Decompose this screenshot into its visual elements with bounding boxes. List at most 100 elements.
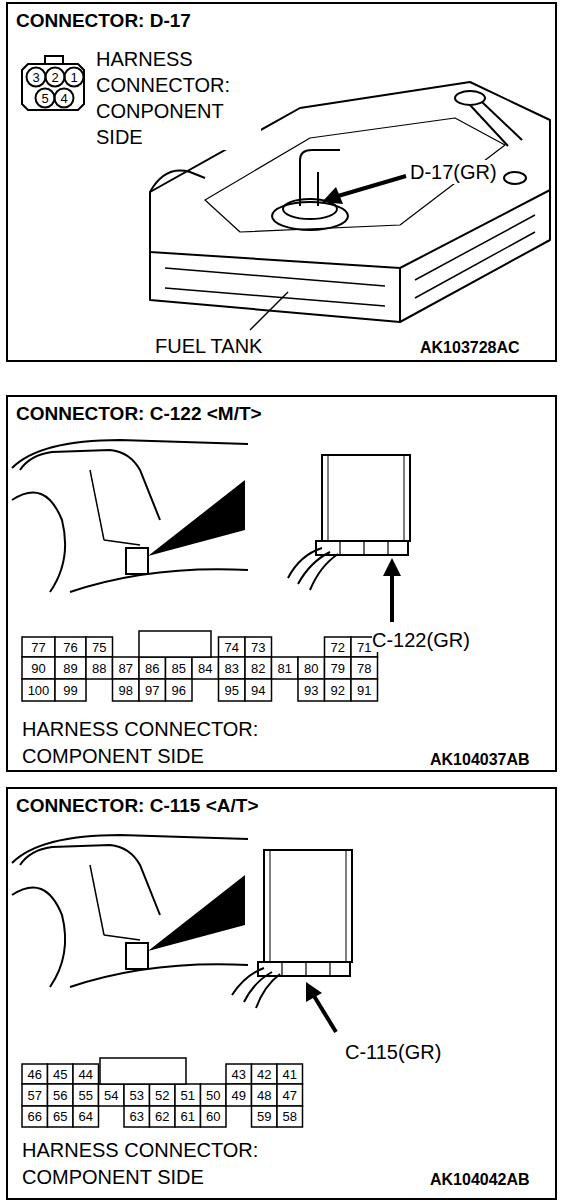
pin-cell [22, 637, 55, 657]
filler-pipe [470, 102, 522, 146]
pin-cell [124, 1106, 150, 1127]
pin-cell [298, 679, 325, 701]
pin-circle [55, 89, 74, 108]
dash-panel [90, 470, 140, 545]
arrow-shaft [338, 176, 406, 196]
tank-edge [399, 268, 401, 322]
pin-cell [48, 1064, 74, 1084]
pin-cell [351, 679, 378, 701]
pin-number: 60 [201, 1106, 227, 1127]
figure-code: AK104037AB [430, 750, 530, 770]
pin-number: 44 [73, 1064, 99, 1084]
panel-title: CONNECTOR: C-122 <M/T> [8, 397, 262, 425]
leader-line [250, 292, 288, 330]
dash-lower [70, 569, 248, 592]
pin-cell [201, 1084, 227, 1106]
connector-divider [340, 541, 388, 555]
pin-number: 77 [22, 637, 55, 657]
pin-cell [252, 1064, 278, 1084]
pin-number: 72 [325, 637, 352, 657]
pin-number: 82 [245, 657, 272, 679]
pin-number: 3 [28, 68, 44, 86]
pin-cell [22, 1106, 48, 1127]
pin-cell [252, 1084, 278, 1106]
connector-caption: HARNESS CONNECTOR: CONPONENT SIDE [96, 46, 261, 150]
steering-wheel [12, 492, 65, 592]
pin-number: 66 [22, 1106, 48, 1127]
pin-circle [46, 68, 65, 87]
pin-number: 56 [48, 1084, 74, 1106]
pin-number: 74 [219, 637, 246, 657]
pin-cell [48, 1106, 74, 1127]
pin-number: 93 [298, 679, 325, 701]
pin-number: 58 [277, 1106, 303, 1127]
pin-number: 95 [219, 679, 246, 701]
pin-number: 100 [22, 679, 55, 701]
pin-number: 61 [175, 1106, 201, 1127]
pin-cell [252, 1106, 278, 1127]
pin-cell [86, 657, 113, 679]
pin-number: 49 [226, 1084, 252, 1106]
pin-cell [139, 679, 166, 701]
pin-number: 42 [252, 1064, 278, 1084]
pin-number: 96 [166, 679, 193, 701]
pin-number: 51 [175, 1084, 201, 1106]
pin-cell [166, 679, 193, 701]
dash-top [12, 440, 248, 468]
pin-cell [113, 657, 140, 679]
pin-number: 41 [277, 1064, 303, 1084]
connector-key [100, 631, 211, 1084]
figure-code: AK104042AB [430, 1170, 530, 1190]
pin-number: 50 [201, 1084, 227, 1106]
pin-number: 85 [166, 657, 193, 679]
pin-number: 47 [277, 1084, 303, 1106]
pin-number: 52 [150, 1084, 176, 1106]
pin-cell [150, 1084, 176, 1106]
arrow-head [322, 187, 343, 204]
pin-cell [272, 657, 299, 679]
pin-circle [36, 89, 55, 108]
filler-neck [455, 91, 485, 105]
pin-number: 55 [73, 1084, 99, 1106]
pin-cell [277, 1064, 303, 1084]
pin-number: 80 [298, 657, 325, 679]
pin-cell [201, 1106, 227, 1127]
pin-cell [73, 1064, 99, 1084]
pointer-arrow [322, 176, 406, 204]
figure-code: AK103728AC [420, 338, 520, 358]
pump-pipe [317, 172, 319, 206]
pin-number: 64 [73, 1106, 99, 1127]
pin-number: 46 [22, 1064, 48, 1084]
connector-name: C-122(GR) [372, 628, 470, 652]
pin-cell [48, 1084, 74, 1106]
pin-cell [150, 1106, 176, 1127]
pin-number: 89 [55, 657, 86, 679]
transmission-ecu [232, 850, 352, 1032]
ecu-case [264, 850, 352, 962]
part-name: FUEL TANK [155, 334, 262, 358]
pin-cell [325, 679, 352, 701]
pin-number: 94 [245, 679, 272, 701]
key-block [100, 1058, 186, 1084]
pin-number: 4 [56, 89, 72, 107]
pin-cell [175, 1084, 201, 1106]
pin-number: 98 [113, 679, 140, 701]
tank-side [150, 190, 550, 322]
pin-number: 75 [86, 637, 113, 657]
pin-number: 62 [150, 1106, 176, 1127]
pin-number: 90 [22, 657, 55, 679]
pin-cell [86, 637, 113, 657]
pin-cell [22, 679, 55, 701]
pin-number: 99 [55, 679, 86, 701]
arrow-shaft [314, 996, 336, 1032]
pin-number: 45 [48, 1064, 74, 1084]
vent-valve [504, 172, 526, 184]
pin-number: 5 [37, 89, 53, 107]
ecu-connector [258, 962, 350, 976]
tank-groove [415, 215, 535, 298]
pin-number: 86 [139, 657, 166, 679]
pin-cell [124, 1084, 150, 1106]
ecu-edge [270, 850, 346, 962]
connector-name: C-115(GR) [345, 1040, 441, 1064]
panel-title: CONNECTOR: C-115 <A/T> [8, 789, 258, 817]
